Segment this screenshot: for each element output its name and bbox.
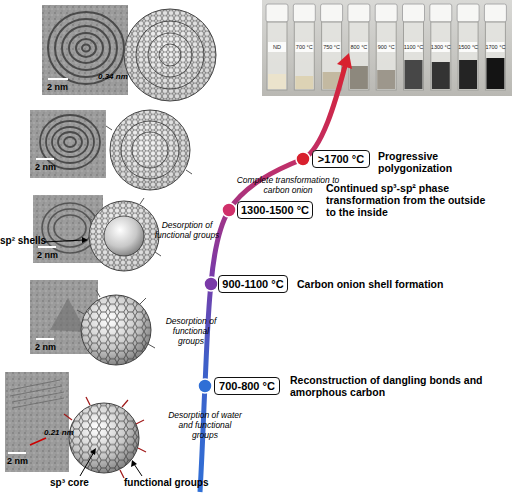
scale-bar-label: 2 nm (7, 456, 28, 466)
temperature-text: 900-1100 °C (222, 278, 283, 290)
vial-photo (262, 0, 512, 96)
temperature-box: 900-1100 °C (218, 275, 288, 293)
scale-bar-label: 2 nm (47, 82, 68, 92)
particle-models (44, 5, 220, 478)
part-label: sp³ core (50, 477, 89, 489)
vial-label: 1100 °C (400, 44, 428, 50)
vial-label: 1700 °C (481, 44, 509, 50)
vial-label: 900 °C (372, 44, 400, 50)
lattice-spacing: 0.34 nm (98, 72, 128, 81)
temperature-box: 700-800 °C (214, 377, 280, 395)
temperature-box: >1700 °C (312, 150, 370, 168)
scale-bar-label: 2 nm (37, 250, 58, 260)
temperature-box: 1300-1500 °C (237, 201, 313, 219)
scale-bar-label: 2 nm (35, 162, 56, 172)
vial-label: 750 °C (318, 44, 346, 50)
temperature-text: 1300-1500 °C (241, 204, 309, 216)
part-label: functional groups (124, 477, 208, 489)
vial-label: 1300 °C (427, 44, 455, 50)
process-note: Desorption of functional groups (160, 317, 222, 346)
scale-bar-label: 2 nm (35, 342, 56, 352)
process-note: Complete transformation to carbon onion (236, 176, 340, 196)
temperature-text: 700-800 °C (219, 380, 275, 392)
stage-description: Reconstruction of dangling bonds and amo… (290, 374, 485, 398)
temperature-text: >1700 °C (318, 153, 364, 165)
vial-label: 1500 °C (454, 44, 482, 50)
part-label: sp² shells (0, 235, 46, 247)
lattice-spacing: 0.21 nm (44, 428, 74, 437)
process-note: Desorption of functional groups (150, 221, 224, 241)
vial-label: 700 °C (290, 44, 318, 50)
vial-label: ND (263, 44, 291, 50)
vial-label: 800 °C (345, 44, 373, 50)
stage-description: Carbon onion shell formation (297, 278, 487, 290)
process-note: Desorption of water and functional group… (166, 411, 244, 440)
stage-description: Progressive polygonization (378, 150, 468, 174)
stage-description: Continued sp³-sp² phase transformation f… (326, 182, 491, 218)
